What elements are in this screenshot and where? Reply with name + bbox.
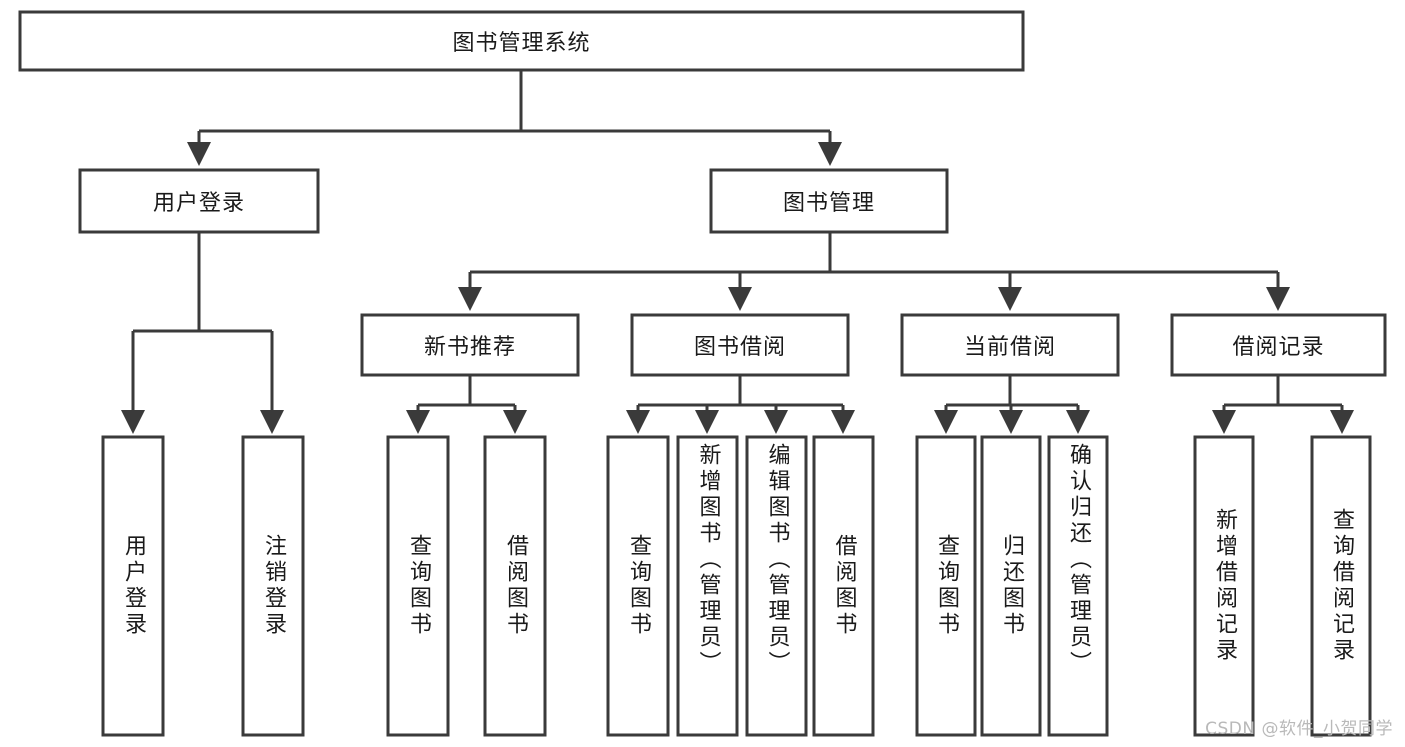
leaf-return-book-box[interactable]	[980, 435, 1042, 737]
watermark-text: CSDN @软件_小贺同学	[1205, 719, 1393, 739]
leaf-logout-login-box[interactable]	[241, 435, 305, 737]
leaf-query-book-2-box[interactable]	[606, 435, 670, 737]
node-new-book-recommend-box[interactable]	[360, 313, 580, 377]
leaf-query-record-box[interactable]	[1310, 435, 1372, 737]
leaf-borrow-book-2-box[interactable]	[812, 435, 875, 737]
leaf-query-book-1-box[interactable]	[386, 435, 450, 737]
node-book-borrow-box[interactable]	[630, 313, 850, 377]
leaf-borrow-book-1-box[interactable]	[483, 435, 547, 737]
leaf-user-login-box[interactable]	[101, 435, 165, 737]
leaf-query-book-3-box[interactable]	[915, 435, 977, 737]
leaf-confirm-return-box[interactable]	[1047, 435, 1109, 737]
leaf-edit-book-box[interactable]	[745, 435, 808, 737]
node-user-login-box[interactable]	[78, 168, 320, 234]
node-root-box[interactable]	[18, 10, 1025, 72]
node-current-borrow-box[interactable]	[900, 313, 1120, 377]
node-book-manage-box[interactable]	[709, 168, 949, 234]
leaf-add-record-box[interactable]	[1193, 435, 1255, 737]
node-borrow-record-box[interactable]	[1170, 313, 1387, 377]
leaf-add-book-box[interactable]	[676, 435, 739, 737]
